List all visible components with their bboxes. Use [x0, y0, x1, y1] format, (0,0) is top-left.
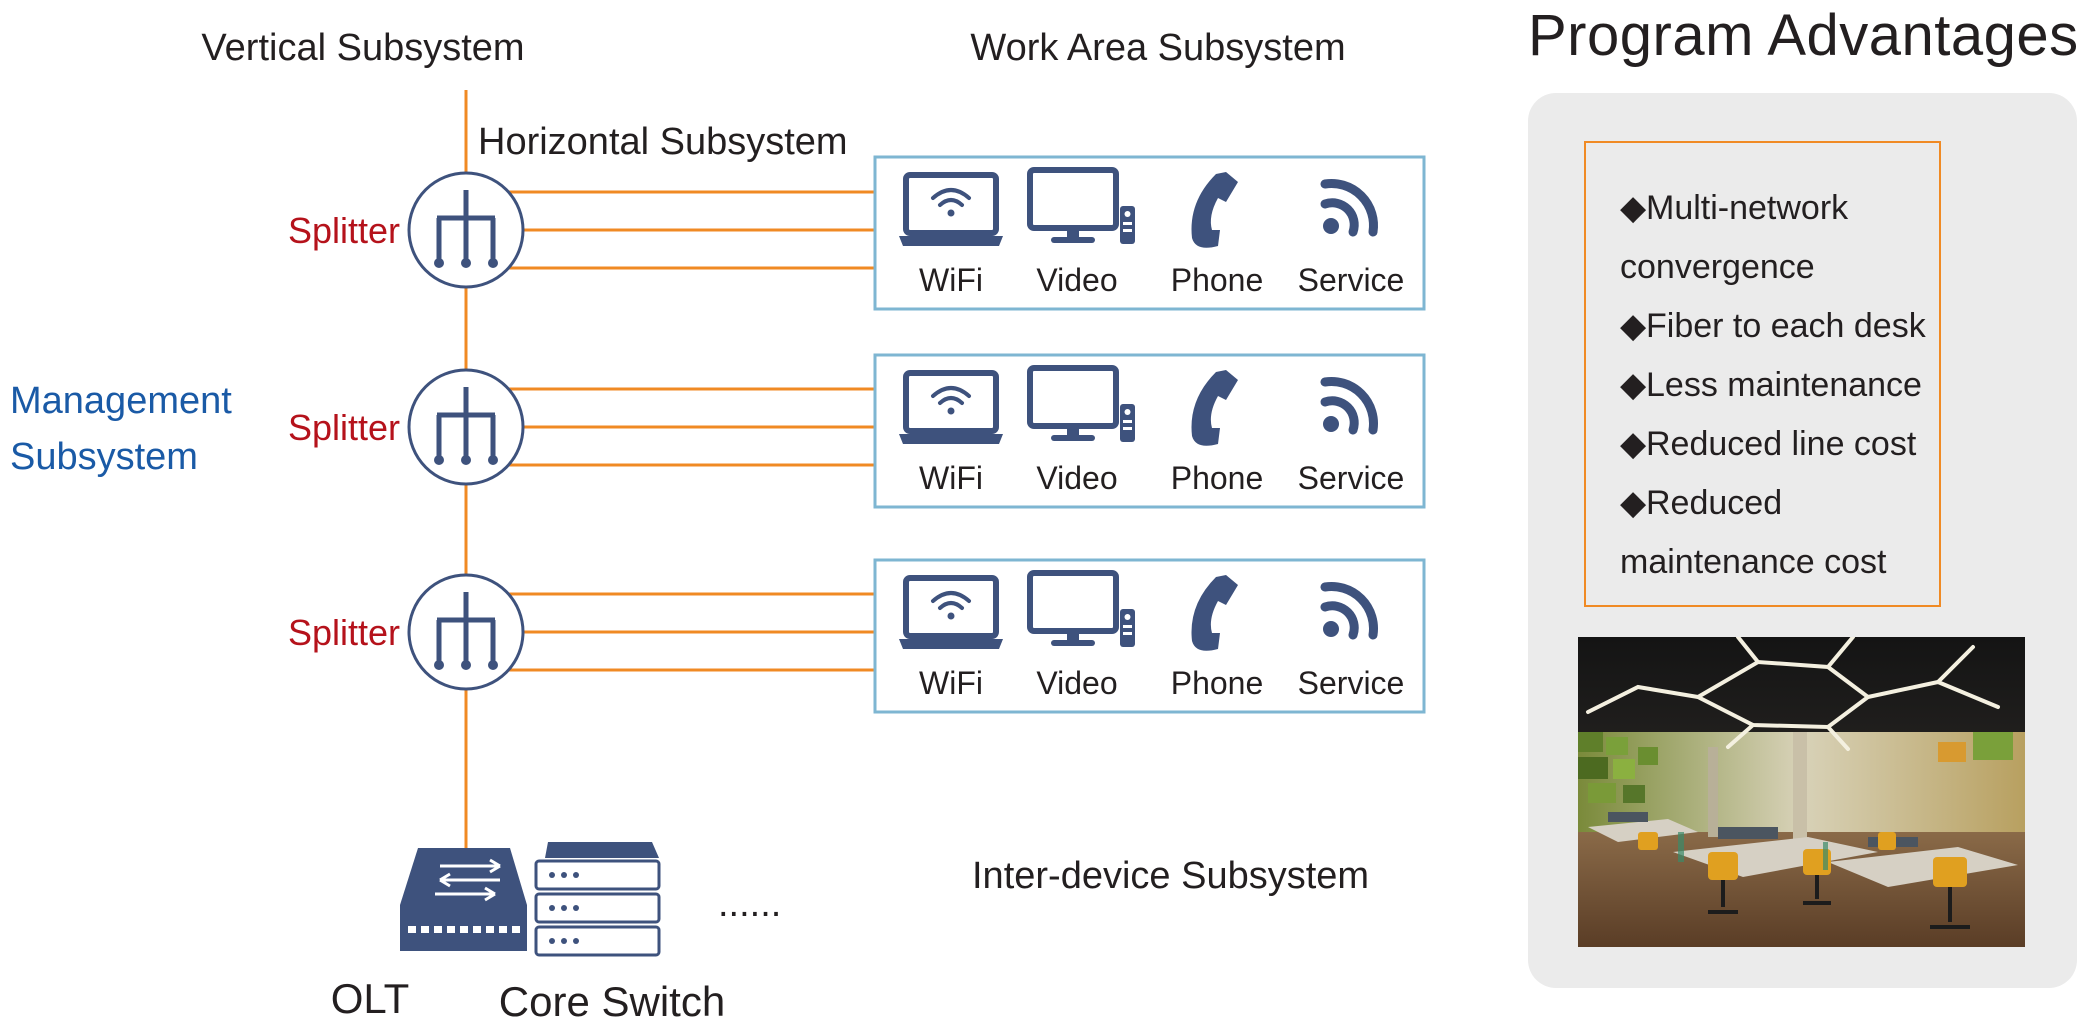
management-subsystem-label-line1: Management — [10, 380, 232, 422]
device-label: WiFi — [919, 665, 983, 701]
device-label: WiFi — [919, 262, 983, 298]
work-area-subsystem-label: Work Area Subsystem — [970, 27, 1345, 69]
signal-icon — [1320, 377, 1378, 435]
more-devices-ellipsis: ...... — [718, 883, 781, 925]
device-label: Phone — [1171, 262, 1264, 298]
device-label: Service — [1298, 665, 1405, 701]
splitter-label: Splitter — [288, 210, 400, 251]
advantage-item: ◆Multi-network — [1620, 179, 1939, 238]
office-photo — [1578, 637, 2025, 947]
laptop-wifi-icon — [899, 575, 1003, 649]
vertical-subsystem-label: Vertical Subsystem — [201, 27, 524, 69]
device-label: Video — [1036, 665, 1117, 701]
laptop-wifi-icon — [899, 370, 1003, 444]
phone-icon — [1191, 172, 1238, 248]
advantage-item: ◆Fiber to each desk — [1620, 297, 1939, 356]
advantage-item: ◆Reduced line cost — [1620, 415, 1939, 474]
diamond-bullet-icon: ◆ — [1620, 307, 1647, 345]
device-label: Service — [1298, 460, 1405, 496]
advantage-text: Multi-network — [1646, 189, 1849, 227]
splitter-label: Splitter — [288, 612, 400, 653]
advantage-item: ◆Less maintenance — [1620, 356, 1939, 415]
device-label: Phone — [1171, 460, 1264, 496]
monitor-icon — [1027, 365, 1135, 442]
diamond-bullet-icon: ◆ — [1620, 425, 1647, 463]
diamond-bullet-icon: ◆ — [1620, 366, 1647, 404]
core-switch-icon — [534, 842, 661, 957]
advantage-text: Reduced — [1646, 484, 1783, 522]
monitor-icon — [1027, 570, 1135, 647]
signal-icon — [1320, 179, 1378, 237]
advantages-list: ◆Multi-network convergence ◆Fiber to eac… — [1584, 141, 1941, 607]
inter-device-subsystem-label: Inter-device Subsystem — [972, 855, 1369, 897]
network-diagram: Vertical Subsystem Work Area Subsystem H… — [10, 27, 1426, 1025]
phone-icon — [1191, 370, 1238, 446]
program-advantages-title: Program Advantages — [1528, 3, 2077, 68]
horizontal-subsystem-label: Horizontal Subsystem — [478, 121, 848, 163]
device-label: WiFi — [919, 460, 983, 496]
splitter-icon — [407, 171, 525, 289]
device-label: Video — [1036, 262, 1117, 298]
advantage-text: Fiber to each desk — [1646, 307, 1926, 345]
advantage-item: ◆Reduced — [1620, 474, 1939, 533]
advantage-item-continuation: maintenance cost — [1620, 543, 1887, 581]
device-label: Service — [1298, 262, 1405, 298]
monitor-icon — [1027, 167, 1135, 244]
core-switch-label: Core Switch — [499, 978, 725, 1025]
management-subsystem-label-line2: Subsystem — [10, 436, 198, 478]
laptop-wifi-icon — [899, 172, 1003, 246]
diamond-bullet-icon: ◆ — [1620, 189, 1647, 227]
advantage-text: Less maintenance — [1646, 366, 1922, 404]
splitter-icon — [407, 573, 525, 691]
advantage-item-continuation: convergence — [1620, 248, 1815, 286]
diamond-bullet-icon: ◆ — [1620, 484, 1647, 522]
advantage-text: Reduced line cost — [1646, 425, 1917, 463]
device-label: Phone — [1171, 665, 1264, 701]
device-label: Video — [1036, 460, 1117, 496]
olt-icon — [400, 848, 527, 951]
splitter-icon — [407, 368, 525, 486]
olt-label: OLT — [331, 975, 410, 1022]
phone-icon — [1191, 575, 1238, 651]
splitter-label: Splitter — [288, 407, 400, 448]
signal-icon — [1320, 582, 1378, 640]
